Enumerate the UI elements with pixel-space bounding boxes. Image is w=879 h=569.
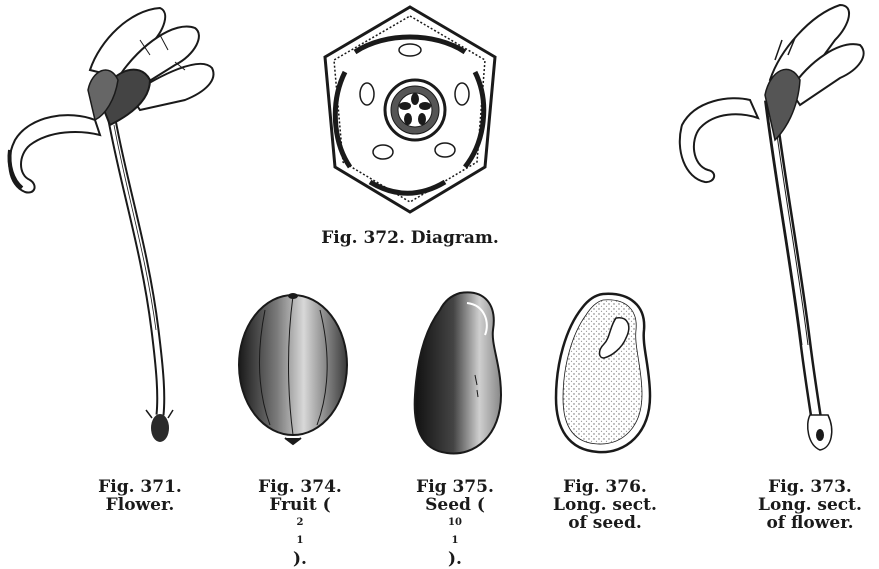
fig371-caption: Fig. 371. Flower. (85, 478, 195, 514)
fig373-caption-line-1: Fig. 373. (750, 478, 870, 496)
fig375-caption-text: Seed ( (400, 496, 510, 514)
fig374-caption-close: ). (245, 550, 355, 568)
flower-illustration (0, 0, 230, 460)
fig376-caption-line-2: Long. sect. (545, 496, 665, 514)
fruit-illustration (235, 290, 355, 450)
fig375-fraction-numerator: 10 (400, 514, 510, 532)
seed-long-section-illustration (548, 288, 658, 458)
fig376-caption: Fig. 376. Long. sect. of seed. (545, 478, 665, 532)
fig373-caption-line-3: of flower. (750, 514, 870, 532)
fig375-caption-line-1: Fig 375. (400, 478, 510, 496)
seed-illustration (405, 285, 510, 460)
fig374-fraction-numerator: 2 (245, 514, 355, 532)
fig375-caption-close: ). (400, 550, 510, 568)
flower-long-section-illustration (670, 0, 879, 460)
fig374-caption-line-1: Fig. 374. (245, 478, 355, 496)
fig374-caption-text: Fruit ( (245, 496, 355, 514)
fig371-caption-line-1: Fig. 371. (85, 478, 195, 496)
fig372-caption-line: Fig. 372. Diagram. (310, 229, 510, 247)
fig376-caption-line-3: of seed. (545, 514, 665, 532)
fig375-fraction-denominator: 1 (400, 532, 510, 550)
fig373-caption: Fig. 373. Long. sect. of flower. (750, 478, 870, 532)
fig371-caption-line-2: Flower. (85, 496, 195, 514)
fig373-caption-line-2: Long. sect. (750, 496, 870, 514)
fig376-caption-line-1: Fig. 376. (545, 478, 665, 496)
fig374-fraction-denominator: 1 (245, 532, 355, 550)
fig372-caption: Fig. 372. Diagram. (310, 229, 510, 247)
floral-diagram-illustration (315, 2, 505, 217)
